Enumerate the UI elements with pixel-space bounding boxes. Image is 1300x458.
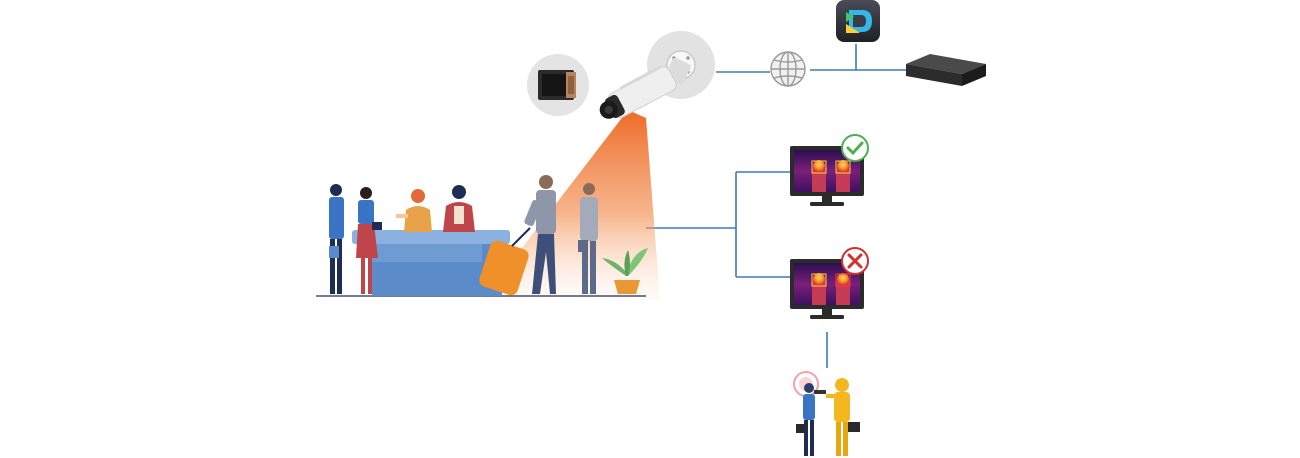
reception-queue-illustration: [316, 175, 648, 297]
cross-icon: [841, 247, 869, 275]
person-traveller: [524, 175, 556, 294]
person-receptionist-2: [443, 185, 475, 232]
connection-lines: [646, 44, 906, 368]
person-man-left: [329, 184, 344, 294]
nvr-recorder-icon: [906, 54, 986, 86]
person-man-right: [578, 183, 598, 294]
reception-desk: [352, 214, 510, 296]
thermal-sensor-icon: [527, 54, 589, 116]
potted-plant: [602, 248, 648, 294]
thermal-monitor-fail: [790, 247, 869, 319]
dss-app-icon: [836, 0, 880, 42]
globe-network-icon: [770, 51, 806, 87]
check-icon: [841, 134, 869, 162]
suitcase: [479, 227, 531, 296]
hazmat-person-icon: [793, 371, 860, 456]
thermal-monitor-pass: [790, 134, 869, 206]
thermal-camera-icon: [599, 57, 691, 119]
person-receptionist-1: [396, 189, 432, 232]
person-woman-red: [356, 187, 382, 294]
